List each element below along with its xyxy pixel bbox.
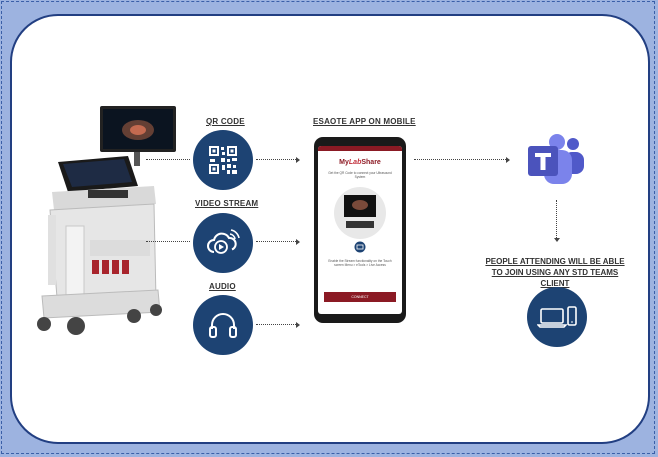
stream-instruction: Enable the Stream functionality on the T… [328, 259, 392, 267]
phone-ultrasound-image [334, 187, 386, 239]
arrowhead-audio-phone [296, 321, 300, 328]
video-stream-circle [193, 213, 253, 273]
arrowhead-phone-teams [506, 156, 510, 163]
cloud-play-icon [207, 229, 240, 254]
arrowhead-video-phone [296, 238, 300, 245]
arrow-audio-phone [256, 324, 296, 325]
app-on-mobile-label: ESAOTE APP ON MOBILE [313, 117, 416, 126]
video-stream-label: VIDEO STREAM [195, 199, 259, 208]
people-attending-line2: TO JOIN USING ANY STD TEAMS CLIENT [491, 268, 619, 288]
ultrasound-machine [37, 106, 176, 335]
teams-logo [528, 134, 584, 184]
app-topbar [318, 146, 402, 151]
headphones-icon [209, 313, 237, 338]
phone-screen: MyLabShare Get the QR Code to connect yo… [318, 146, 402, 314]
arrow-machine-video [146, 241, 190, 242]
devices-circle [527, 287, 587, 347]
arrowhead-teams-people [553, 238, 560, 242]
mylabshare-brand: MyLabShare [339, 159, 381, 166]
arrowhead-qr-phone [296, 156, 300, 163]
qr-code-label: QR CODE [206, 117, 245, 126]
qr-instruction: Get the QR Code to connect your Ultrasou… [328, 171, 392, 179]
arrow-qr-phone [256, 159, 296, 160]
arrow-phone-teams [414, 159, 506, 160]
arrow-video-phone [256, 241, 296, 242]
cast-icon[interactable] [318, 241, 402, 253]
people-attending-line1: PEOPLE ATTENDING WILL BE ABLE [485, 257, 625, 266]
laptop-phone-icon [537, 306, 577, 328]
connect-button[interactable]: CONNECT [324, 292, 396, 302]
audio-circle [193, 295, 253, 355]
mobile-phone: MyLabShare Get the QR Code to connect yo… [314, 137, 406, 323]
audio-label: AUDIO [209, 282, 236, 291]
qr-code-icon [209, 146, 237, 174]
arrow-teams-people [556, 200, 557, 238]
arrow-machine-qr [146, 159, 190, 160]
qr-code-circle [193, 130, 253, 190]
